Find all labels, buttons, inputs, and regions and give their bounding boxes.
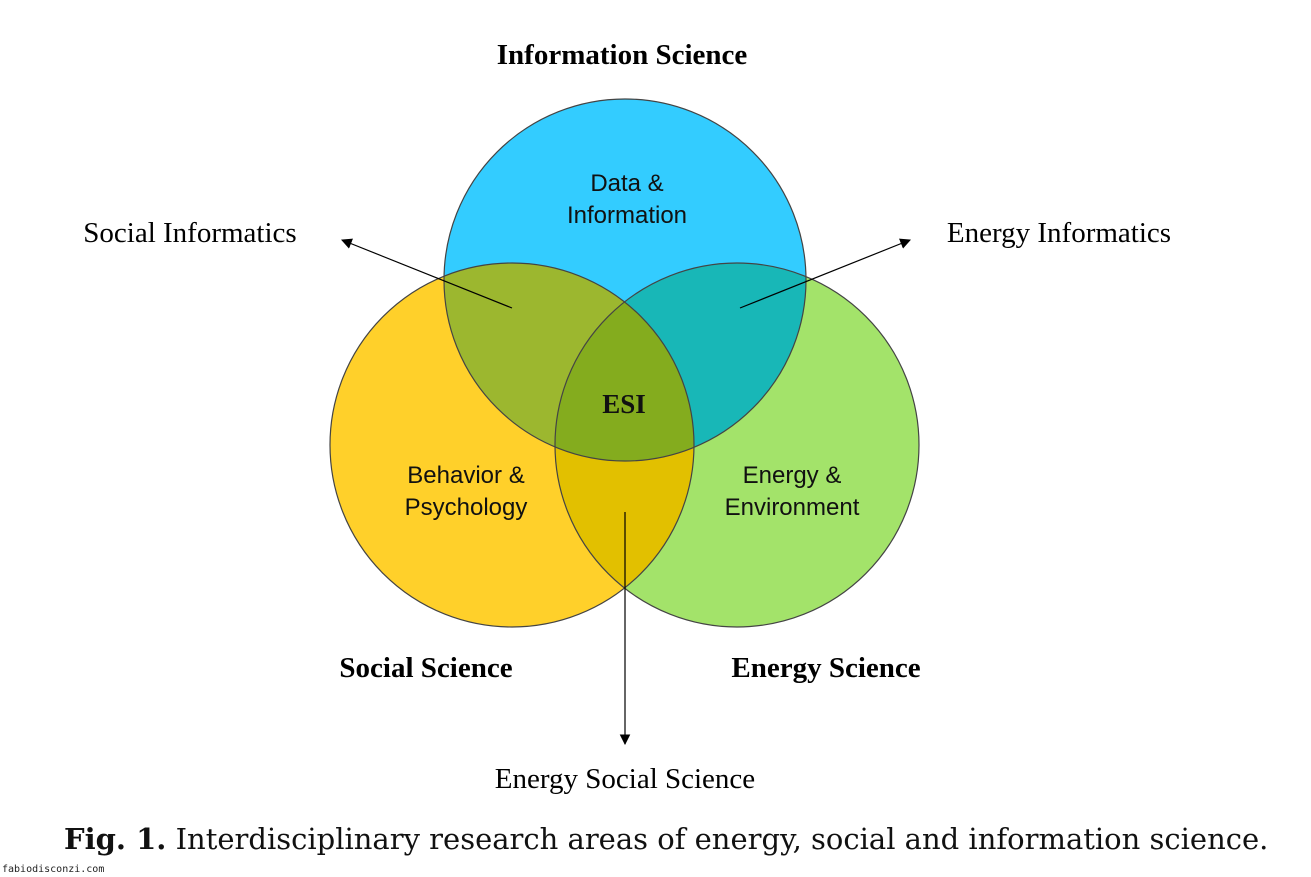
esi-label: ESI: [602, 389, 646, 419]
information-inner-line1: Data &: [590, 170, 663, 197]
information-inner-line2: Information: [567, 202, 687, 229]
energy-science-title: Energy Science: [731, 652, 920, 684]
caption-label: Fig. 1.: [64, 822, 167, 856]
information-science-title: Information Science: [497, 39, 748, 71]
energy-social-science-label: Energy Social Science: [495, 763, 755, 795]
arrow-energy-informatics: [739, 238, 912, 309]
social-science-title: Social Science: [339, 652, 512, 684]
watermark: fabiodisconzi.com: [2, 864, 105, 875]
arrow-social-informatics: [340, 238, 513, 309]
energy-inner-line1: Energy &: [743, 462, 842, 489]
figure-caption: Fig. 1. Interdisciplinary research areas…: [64, 822, 1268, 856]
energy-informatics-label: Energy Informatics: [947, 217, 1171, 249]
energy-inner-line2: Environment: [725, 494, 860, 521]
social-inner-line2: Psychology: [405, 494, 528, 521]
social-informatics-label: Social Informatics: [83, 217, 296, 249]
overlap-center: [555, 263, 694, 461]
social-inner-line1: Behavior &: [407, 462, 524, 489]
caption-text: Interdisciplinary research areas of ener…: [175, 822, 1269, 856]
